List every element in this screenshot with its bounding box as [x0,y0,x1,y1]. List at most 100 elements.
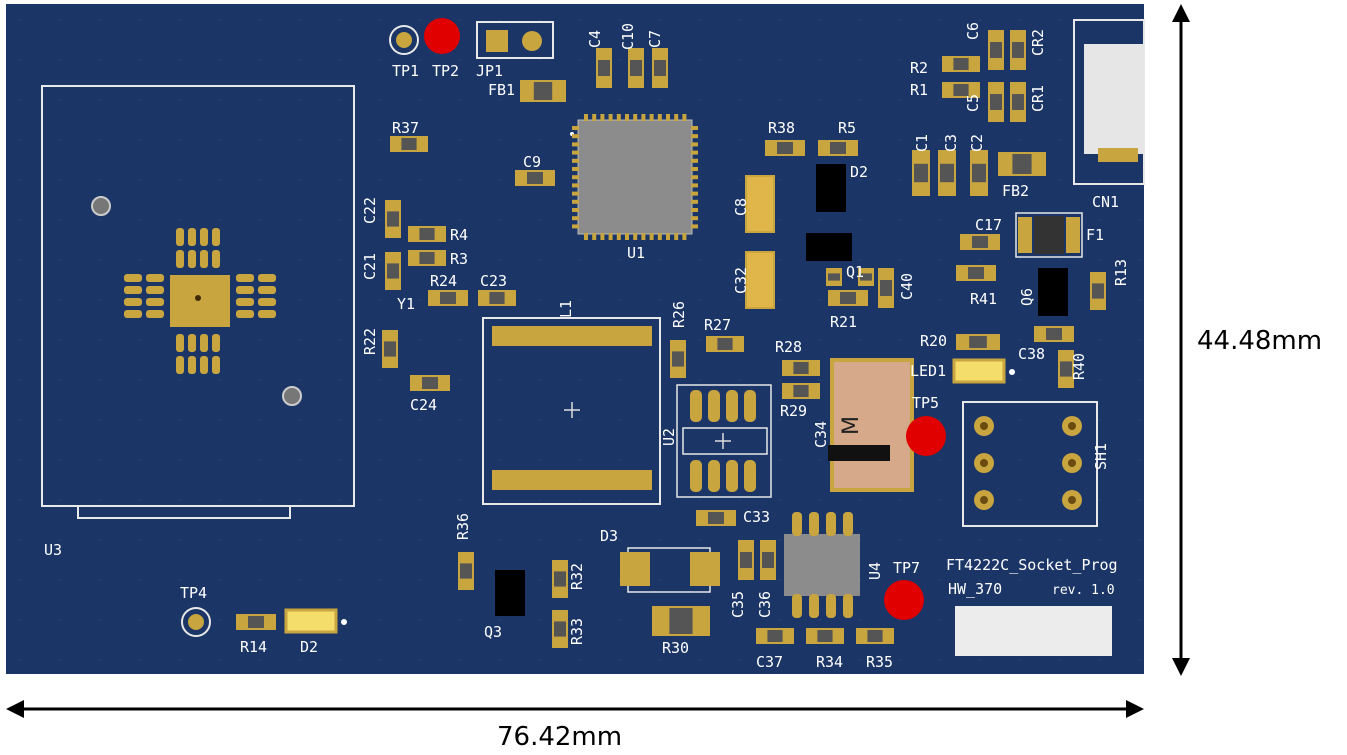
designator-label: C21 [361,253,379,280]
chip-component [856,628,894,644]
chip-component [696,510,736,526]
designator-label: R37 [392,119,419,137]
chip-component [652,606,710,636]
u4-pads [792,512,853,618]
chip-component [878,268,894,308]
designator-label: Y1 [397,295,415,313]
designator-label: C24 [410,396,437,414]
designator-label: R13 [1112,259,1130,286]
chip-component [1010,30,1026,70]
designator-label: R35 [866,653,893,671]
designator-label: C34 [812,421,830,448]
chip-component [998,152,1046,176]
svg-text:M: M [839,416,864,435]
designator-label: R32 [568,563,586,590]
dimension-arrows [6,4,1190,718]
designator-label: CR1 [1029,85,1047,112]
designator-label: R38 [768,119,795,137]
chip-component [782,360,820,376]
u3-module [41,85,355,519]
designator-label: Q6 [1018,288,1036,306]
designator-label: C4 [586,30,604,48]
designator-label: R4 [450,226,468,244]
designator-label: R20 [920,332,947,350]
chip-component [765,140,805,156]
designator-label: FB1 [488,81,515,99]
designator-label: C8 [732,198,750,216]
designator-label: F1 [1086,226,1104,244]
chip-component [382,330,398,368]
test-points [181,18,946,637]
designator-label: U3 [44,541,62,559]
cn1-connector [1073,19,1145,185]
chip-component [970,150,988,196]
leds [284,358,1015,634]
designator-label: C5 [964,94,982,112]
designator-label: SH1 [1092,443,1110,470]
designator-label: C35 [729,591,747,618]
designator-label: R2 [910,59,928,77]
chip-component [652,48,668,88]
chip-component [552,560,568,598]
chip-component [942,82,980,98]
chip-component [818,140,858,156]
jp1-jumper [476,21,554,59]
height-dimension: 44.48mm [1197,326,1323,356]
transistors [495,164,1068,616]
sh1-pads [974,416,1082,510]
chip-component [628,48,644,88]
designator-label: FB2 [1002,182,1029,200]
designator-label: C1 [913,134,931,152]
chip-component [988,82,1004,122]
designator-label: R30 [662,639,689,657]
u4-ic [784,534,860,596]
designator-label: C3 [942,134,960,152]
chip-component [520,80,566,102]
sh1-header [962,401,1098,527]
designator-label: C6 [964,22,982,40]
designator-label: Q1 [846,263,864,281]
designator-label: C9 [523,153,541,171]
designator-label: C22 [361,197,379,224]
designator-label: R33 [568,618,586,645]
designator-label: R14 [240,638,267,656]
chip-component [1058,350,1074,388]
chip-component [428,290,468,306]
board-title: FT4222C_Socket_Prog [946,556,1118,574]
designator-label: TP2 [432,62,459,80]
chip-component [596,48,612,88]
designator-label: R40 [1070,353,1088,380]
designator-label: C17 [975,216,1002,234]
designator-label: JP1 [476,62,503,80]
chip-component [458,552,474,590]
designator-label: R26 [670,301,688,328]
designator-label: TP4 [180,584,207,602]
designator-label: D3 [600,527,618,545]
chip-component [385,252,401,290]
u1-ic [570,119,693,235]
chip-component [760,540,776,580]
passive-components [236,30,1106,648]
chip-component [738,540,754,580]
designator-label: C10 [619,23,637,50]
u3-pads [124,228,276,374]
designator-label: R21 [830,313,857,331]
designator-label: C36 [756,591,774,618]
board-hw: HW_370 [948,580,1002,598]
designator-label: LED1 [910,362,946,380]
designator-label: TP7 [893,559,920,577]
designator-label: TP5 [912,394,939,412]
designator-label: C7 [646,30,664,48]
chip-component [1010,82,1026,122]
designator-label: R36 [454,513,472,540]
designator-label: C32 [732,267,750,294]
width-dimension: 76.42mm [497,722,623,752]
chip-component [478,290,516,306]
d3-diode [620,547,720,593]
chip-component [988,30,1004,70]
designator-label: D2 [850,163,868,181]
chip-component [956,334,1000,350]
chip-component [408,250,446,266]
designator-label: R34 [816,653,843,671]
